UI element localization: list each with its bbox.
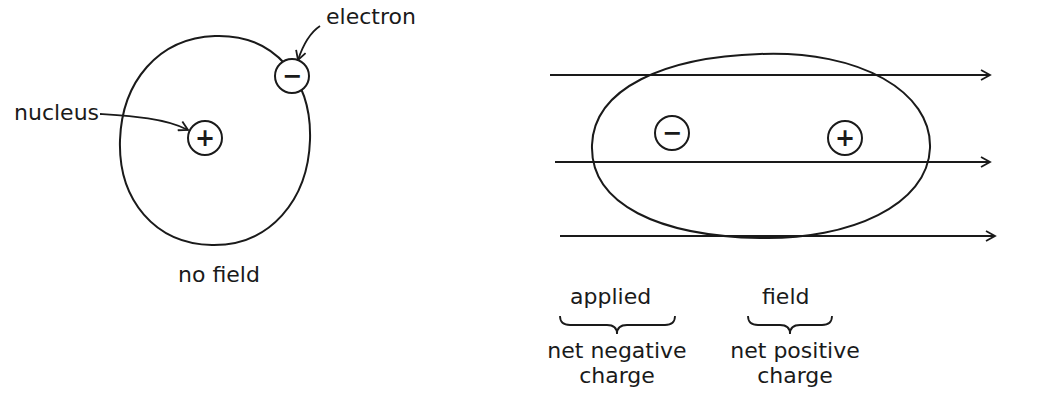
nucleus-leader xyxy=(100,114,188,130)
charge-circle: − xyxy=(654,115,690,151)
atom-outline-distorted xyxy=(592,54,930,238)
charge-circle: − xyxy=(274,58,310,94)
charge-sign: + xyxy=(835,126,855,150)
brace xyxy=(560,316,675,334)
electron-leader xyxy=(298,26,320,60)
field-line xyxy=(560,235,995,237)
field-line xyxy=(555,161,990,163)
charge-sign: + xyxy=(195,126,215,150)
field-line xyxy=(550,74,990,76)
note-label: net positive charge xyxy=(720,338,870,389)
charge-sign: − xyxy=(282,64,302,88)
charge-circle: + xyxy=(827,120,863,156)
electron-label: electron xyxy=(326,4,416,29)
caption-label: field xyxy=(762,284,809,309)
caption-label: applied xyxy=(570,284,651,309)
charge-sign: − xyxy=(662,121,682,145)
nucleus-label: nucleus xyxy=(14,100,99,125)
brace xyxy=(748,316,832,334)
charge-circle: + xyxy=(187,120,223,156)
caption-label: no field xyxy=(178,262,260,287)
note-label: net negative charge xyxy=(537,338,697,389)
atom-outline xyxy=(120,36,310,245)
